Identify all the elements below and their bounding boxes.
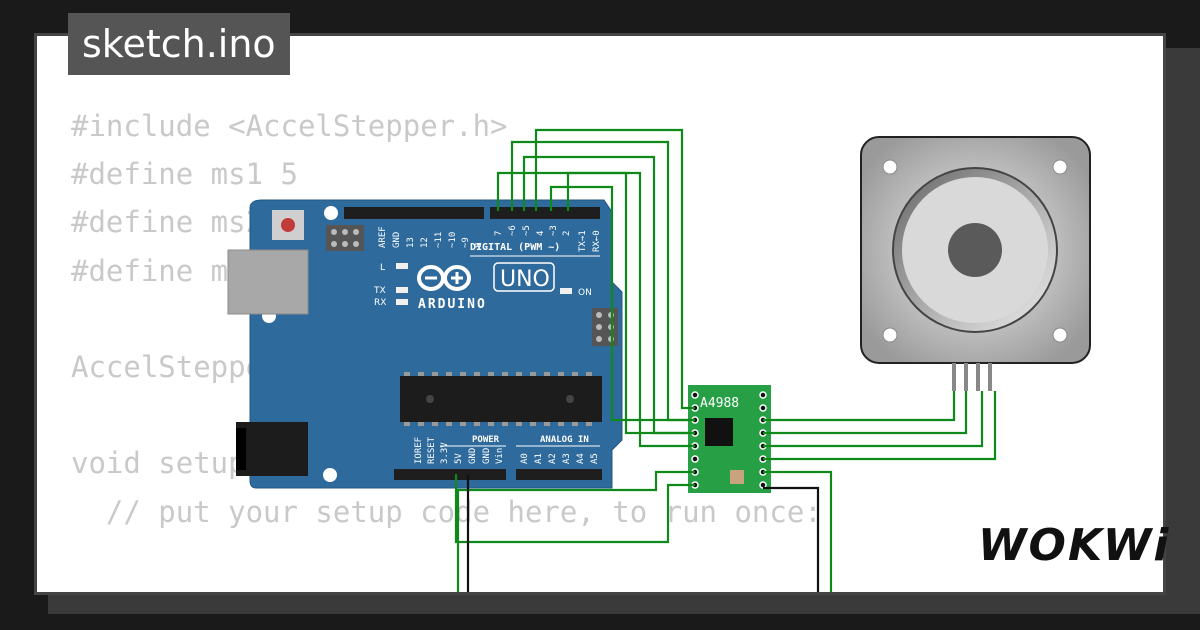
pin-label: A0 xyxy=(520,453,530,464)
wire xyxy=(763,470,833,592)
a4988-driver[interactable]: A4988 xyxy=(688,385,771,493)
pin-label: GND xyxy=(392,232,402,248)
pin-label: A2 xyxy=(548,453,558,464)
pin-label: A4 xyxy=(576,453,586,464)
code-line: // put your setup code here, to run once… xyxy=(71,494,822,529)
pin-label: A1 xyxy=(534,453,544,464)
pin-label: A3 xyxy=(562,453,572,464)
power-label: POWER xyxy=(472,435,500,445)
pin-label: ~5 xyxy=(522,225,532,236)
wire xyxy=(763,391,968,435)
motor-pin xyxy=(976,363,980,391)
code-line: #define ms1 5 xyxy=(71,157,298,192)
power-jack-tip xyxy=(236,428,246,470)
pin-label: GND xyxy=(482,448,492,464)
stepper-motor[interactable] xyxy=(860,136,1091,391)
code-background: #include <AccelStepper.h>#define ms1 5#d… xyxy=(71,102,822,592)
led-rx-label: RX xyxy=(374,298,386,308)
wire xyxy=(763,391,984,448)
wires xyxy=(454,128,997,592)
chip-dot xyxy=(426,395,434,403)
power-header xyxy=(394,469,506,480)
pin-label: GND xyxy=(468,448,478,464)
pin-label: IOREF xyxy=(414,437,424,464)
arduino-uno-board[interactable]: AREF GND 13 12 ~11 ~10 ~9 8 7 ~6 ~5 4 ~3… xyxy=(227,199,623,489)
code-line: pinMode(ms1, OUTPUT); xyxy=(71,584,822,592)
pin-label: ~9 xyxy=(461,237,471,248)
led-rx xyxy=(396,299,408,305)
pin-label: ~10 xyxy=(448,232,458,248)
driver-potentiometer xyxy=(730,470,744,484)
pin-label: 7 xyxy=(494,231,504,236)
wire xyxy=(763,391,956,422)
digital-header-left xyxy=(344,207,484,219)
led-on xyxy=(560,288,572,294)
led-on-label: ON xyxy=(578,288,592,298)
pin-label: 12 xyxy=(420,237,430,248)
pin-label: RESET xyxy=(427,436,437,464)
pin-label: 3.3V xyxy=(440,442,450,464)
wire xyxy=(456,470,695,592)
wire xyxy=(549,185,695,422)
chip-dot xyxy=(566,395,574,403)
usb-port xyxy=(227,249,309,315)
pin-label: Vin xyxy=(495,448,505,464)
wire xyxy=(454,474,695,544)
motor-screw xyxy=(882,159,898,175)
pin-label: 2 xyxy=(562,231,572,236)
wokwi-logo: WOKWi xyxy=(978,520,1171,571)
wire xyxy=(496,171,695,448)
motor-screw xyxy=(882,327,898,343)
pin-label: ~11 xyxy=(434,232,444,248)
led-tx-label: TX xyxy=(373,286,386,296)
arduino-logo xyxy=(417,265,471,291)
led-tx xyxy=(396,287,408,293)
code-line: #include <AccelStepper.h> xyxy=(71,109,508,143)
motor-pin xyxy=(988,363,992,391)
pin-label: 13 xyxy=(406,237,416,248)
analog-label: ANALOG IN xyxy=(540,435,589,445)
motor-pin xyxy=(964,363,968,391)
pin-label: ~6 xyxy=(508,225,518,236)
digital-label: DIGITAL (PWM ~) xyxy=(470,242,560,253)
analog-header xyxy=(516,469,602,480)
uno-label: UNO xyxy=(500,267,550,292)
led-l-label: L xyxy=(380,263,385,273)
driver-label: A4988 xyxy=(700,396,739,411)
motor-screw xyxy=(1052,327,1068,343)
pin-label: TX→1 xyxy=(578,230,588,252)
power-jack xyxy=(236,422,308,476)
pin-label: ~3 xyxy=(549,225,559,236)
icsp-right-header xyxy=(592,308,618,346)
digital-header-right xyxy=(490,207,600,219)
motor-shaft xyxy=(948,223,1002,277)
pin-label: RX←0 xyxy=(592,230,602,252)
wire xyxy=(566,171,695,435)
mount-hole xyxy=(323,468,337,482)
icsp-header xyxy=(326,225,364,251)
uno-badge xyxy=(493,262,555,292)
wire xyxy=(534,128,695,410)
mount-hole xyxy=(324,206,338,220)
pin-label: AREF xyxy=(378,226,388,248)
pin-label: 5V xyxy=(454,453,464,464)
pin-label: 4 xyxy=(536,231,546,236)
file-tab[interactable]: sketch.ino xyxy=(68,13,290,75)
driver-chip xyxy=(705,418,733,446)
chip-pins xyxy=(404,372,592,426)
arduino-label: ARDUINO xyxy=(418,297,487,312)
reset-button-cap xyxy=(281,218,295,232)
motor-screw xyxy=(1052,159,1068,175)
led-l xyxy=(396,263,408,269)
wire xyxy=(763,486,820,592)
pin-label: 8 xyxy=(474,243,484,248)
pin-label: A5 xyxy=(590,453,600,464)
wire xyxy=(763,391,997,461)
motor-pin xyxy=(952,363,956,391)
